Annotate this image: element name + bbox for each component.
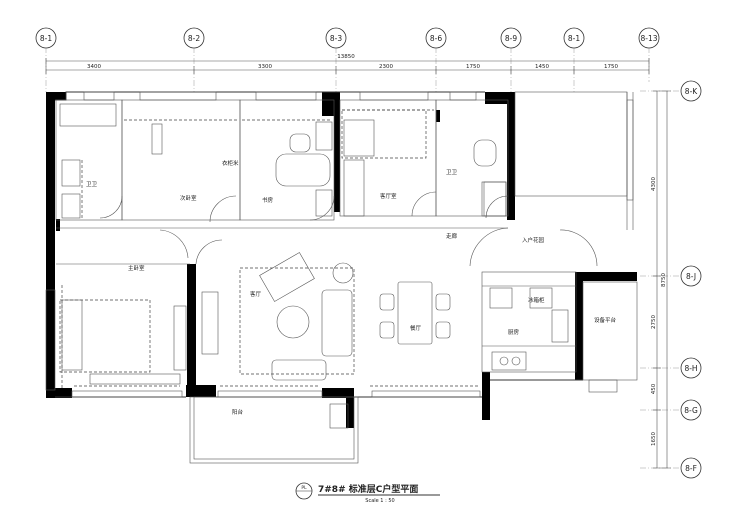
- grid-label: 8-1: [568, 34, 580, 43]
- doors: [99, 191, 598, 267]
- dim-total-top: 13850: [337, 54, 355, 60]
- grid-bubble: [563, 27, 585, 49]
- grid-label: 8-F: [685, 464, 697, 473]
- room-label-toilet-right: 卫卫: [446, 169, 458, 176]
- grid-bubble: [680, 399, 702, 421]
- grid-label: 8-H: [684, 364, 697, 373]
- drawing-scale: Scale 1 : 50: [365, 498, 394, 504]
- title-badge-text: PL: [301, 485, 307, 491]
- room-label-dining: 餐厅: [410, 324, 422, 332]
- dim-segment: 1650: [651, 432, 657, 446]
- dim-segment: 3300: [258, 64, 272, 70]
- room-label-kitchen: 厨房: [508, 328, 520, 336]
- dim-segment: 1750: [466, 64, 480, 70]
- drawing-title: 7#8# 标准层C户型平面: [318, 483, 418, 495]
- grid-label: 8-6: [430, 34, 442, 43]
- dim-segment: 450: [651, 383, 657, 394]
- dim-segment: 1450: [535, 64, 549, 70]
- grid-bubble: [500, 27, 522, 49]
- grid-label: 8-1: [40, 34, 52, 43]
- grid-label: 8-J: [686, 272, 696, 281]
- grid-label: 8-13: [640, 34, 657, 43]
- room-label-living: 客厅: [250, 290, 262, 298]
- dim-segment: 2750: [651, 315, 657, 329]
- room-labels: 卫卫 次卧室 衣柜米 书房 客厅室 卫卫 走廊 入户花园 主卧室 客厅 餐厅 厨…: [86, 159, 617, 416]
- dim-total-right: 8750: [661, 273, 667, 287]
- top-dimensions: 13850 3400 3300 2300 1750 1450 1750: [45, 54, 650, 74]
- room-label-bedroom-right: 客厅室: [380, 192, 397, 200]
- grid-bubble: [325, 27, 347, 49]
- grid-label: 8-2: [188, 34, 200, 43]
- grid-label: 8-K: [685, 87, 698, 96]
- room-label-main-bedroom: 主卧室: [128, 264, 145, 272]
- grid-bubble: [425, 27, 447, 49]
- room-label-corridor: 走廊: [446, 232, 458, 240]
- exterior-walls: [46, 92, 637, 428]
- room-label-balcony: 阳台: [232, 408, 244, 416]
- furniture: [59, 109, 569, 429]
- room-label-toilet-left: 卫卫: [86, 181, 98, 188]
- grid-bubble: [680, 265, 702, 287]
- dim-segment: 3400: [87, 64, 101, 70]
- room-label-master-bedroom: 次卧室: [180, 194, 197, 202]
- dim-segment: 1750: [604, 64, 618, 70]
- dim-segment: 4300: [651, 177, 657, 191]
- grid-label: 8-3: [330, 34, 342, 43]
- grid-label: 8-G: [684, 406, 698, 415]
- grid-label: 8-9: [505, 34, 517, 43]
- room-label-closet: 衣柜米: [222, 159, 239, 167]
- room-label-study: 书房: [262, 196, 274, 204]
- room-label-equipment: 设备平台: [594, 316, 617, 324]
- curtains: [61, 109, 478, 388]
- grid-bubble: [183, 27, 205, 49]
- grid-bubble: [680, 457, 702, 479]
- dim-segment: 2300: [379, 64, 393, 70]
- windows: [45, 91, 634, 398]
- room-label-entrance: 入户花园: [522, 236, 545, 244]
- room-label-fridge: 冰箱柜: [528, 296, 545, 304]
- drawing-title-block: PL 7#8# 标准层C户型平面 Scale 1 : 50: [295, 482, 440, 504]
- grid-bubble: [638, 27, 660, 49]
- grid-bubble: [680, 80, 702, 102]
- right-grid-axes: 8-K 8-J 8-H 8-G 8-F: [640, 80, 702, 479]
- right-dimensions: 8750 4300 2750 450 1650: [651, 90, 671, 469]
- grid-bubble: [680, 357, 702, 379]
- top-grid-axes: 8-1 8-2 8-3 8-6 8-9 8-1 8-13: [35, 27, 660, 92]
- grid-bubble: [35, 27, 57, 49]
